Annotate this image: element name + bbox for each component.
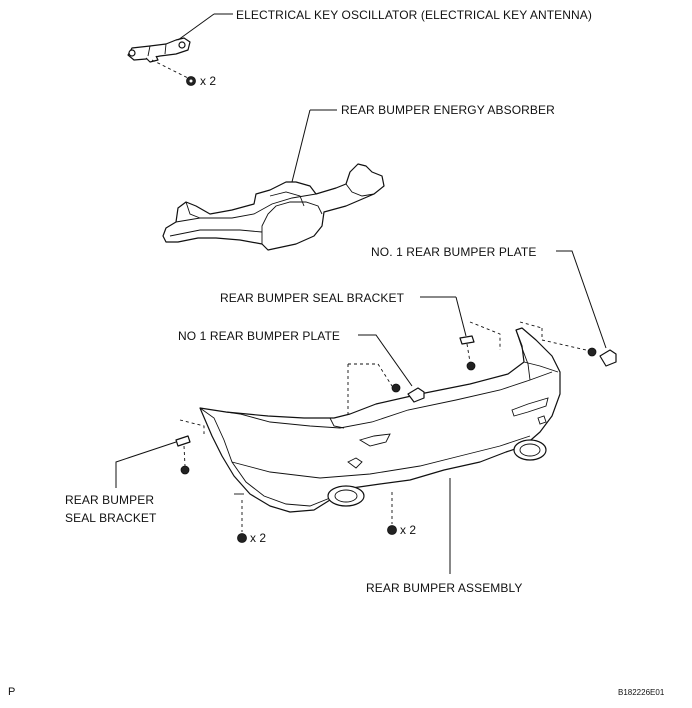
- label-plate-left: NO 1 REAR BUMPER PLATE: [178, 329, 341, 343]
- rear-bumper-assembly-part: [199, 327, 561, 513]
- oscillator-nut: [186, 76, 196, 86]
- plate-left-part: [391, 383, 425, 403]
- plate-right-part: [587, 347, 617, 367]
- seal-bracket-left-screw: [180, 465, 190, 475]
- bottom-right-screw: [387, 525, 397, 535]
- bottom-left-screw: [237, 533, 247, 543]
- qty-right-screw: x 2: [400, 523, 417, 537]
- label-energy-absorber: REAR BUMPER ENERGY ABSORBER: [341, 103, 555, 117]
- label-plate-right: NO. 1 REAR BUMPER PLATE: [371, 245, 537, 259]
- energy-absorber-part: [162, 163, 385, 251]
- seal-bracket-top-screw: [466, 361, 476, 371]
- qty-left-screw: x 2: [250, 531, 267, 545]
- label-seal-bracket-top: REAR BUMPER SEAL BRACKET: [220, 291, 404, 305]
- label-bumper-assembly: REAR BUMPER ASSEMBLY: [366, 581, 523, 595]
- label-electrical-key-oscillator: ELECTRICAL KEY OSCILLATOR (ELECTRICAL KE…: [236, 8, 592, 22]
- seal-bracket-top-part: [459, 335, 475, 345]
- corner-mark: P: [8, 686, 16, 698]
- label-seal-bracket-left-line1: REAR BUMPER: [65, 493, 155, 507]
- electrical-key-oscillator-part: [127, 37, 191, 63]
- qty-oscillator-nut: x 2: [200, 74, 217, 88]
- figure-id: B182226E01: [618, 688, 665, 697]
- label-seal-bracket-left-line2: SEAL BRACKET: [65, 511, 157, 525]
- seal-bracket-left-part: [175, 435, 191, 447]
